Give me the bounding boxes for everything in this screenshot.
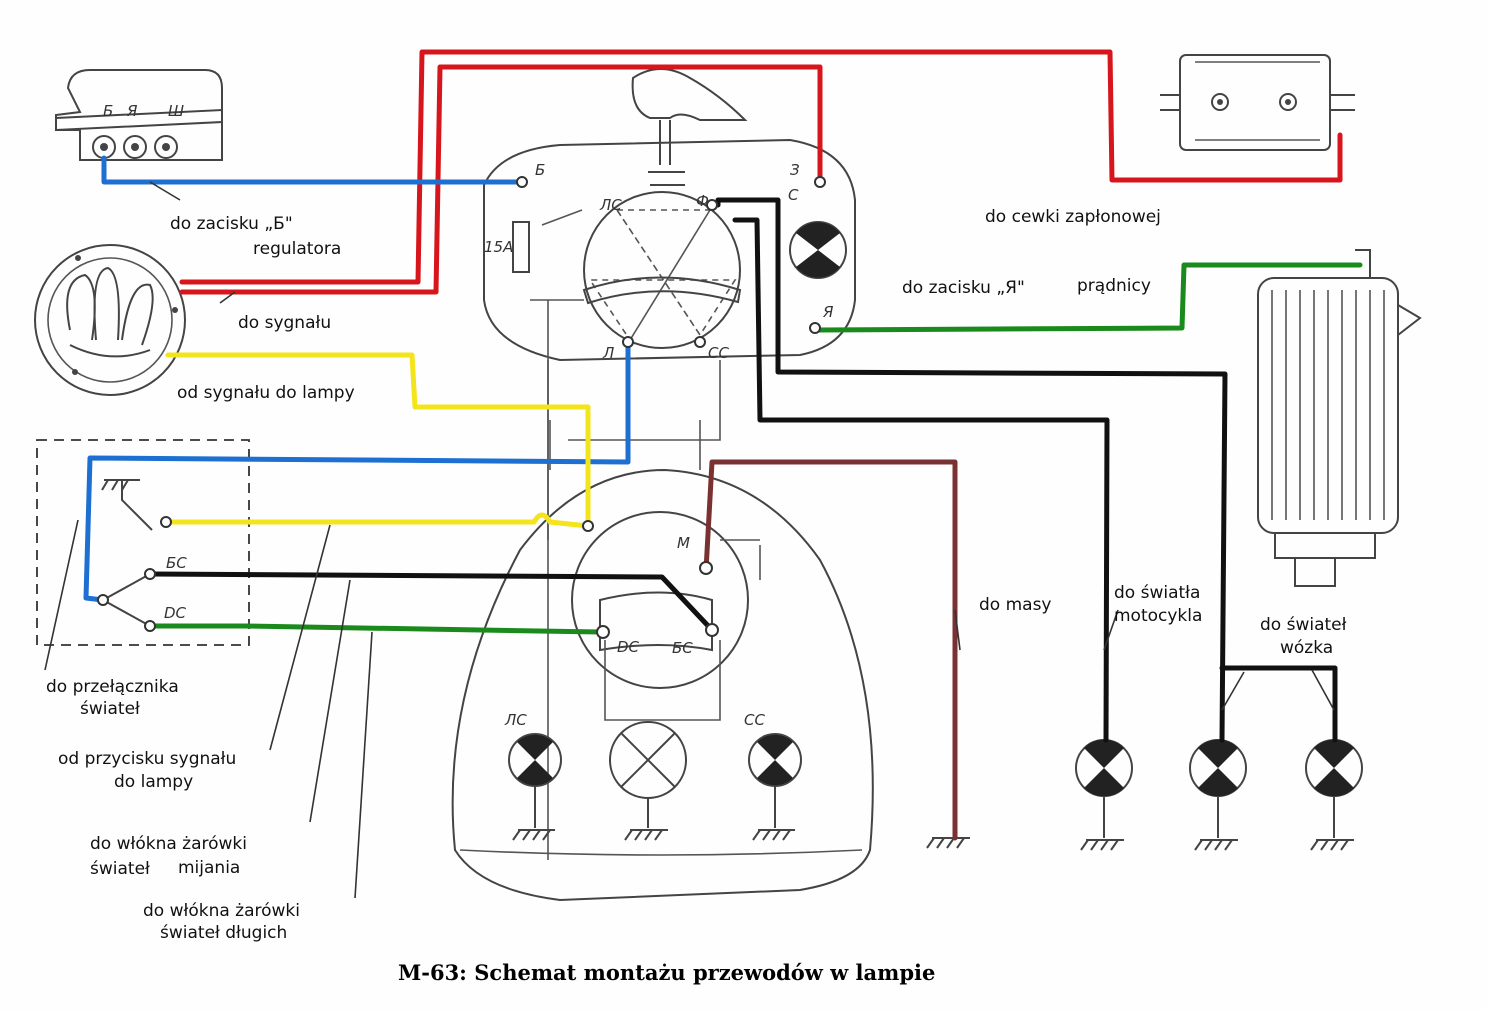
label-coil: do cewki zapłonowej (985, 207, 1161, 227)
ignition-coil (1160, 54, 1355, 151)
black-wire-sidecar (732, 217, 1110, 743)
leader-lines (44, 181, 1335, 899)
label-button-1: od przycisku sygnału (58, 749, 236, 769)
black-wire-moto (715, 197, 1228, 743)
headlight-mark-m: М (677, 534, 690, 552)
regulator-mark-sh: Ш (168, 102, 184, 120)
lamp-ls-mark: ЛС (504, 711, 527, 729)
lamp-ss-mark: СС (744, 711, 765, 729)
brown-wire-mass (703, 459, 958, 841)
headlight-mark-bs: БС (672, 639, 693, 657)
red-wire-2 (179, 64, 823, 295)
label-mass: do masy (979, 595, 1052, 615)
yellow-wire-signal (165, 352, 591, 529)
label-sidecar-2: wózka (1280, 638, 1333, 658)
black-wire-bs (147, 571, 715, 633)
yellow-wire-button (163, 512, 591, 529)
terminal-ya-mark: Я (822, 303, 834, 321)
switch-mark-bs: БС (166, 554, 187, 572)
label-sidecar-1: do świateł (1260, 615, 1347, 635)
blue-wire-regulator (101, 155, 525, 185)
label-moto-2: motocykla (1114, 606, 1202, 626)
label-high-2: świateł długich (160, 923, 287, 943)
terminal-z-mark: З (790, 161, 800, 179)
label-button-2: do lampy (114, 772, 193, 792)
headlight-mark-ds: DС (617, 638, 640, 656)
label-signal-to-lamp: od sygnału do lampy (177, 383, 355, 403)
label-low-2a: świateł (90, 859, 150, 879)
red-wire-1 (179, 49, 1343, 285)
label-switch-1: do przełącznika (46, 677, 179, 697)
label-regulator-1: do zacisku „Б" (170, 214, 293, 234)
sidecar-light-2 (1305, 739, 1363, 851)
terminal-dots (97, 176, 826, 639)
regulator-mark-b: Б (103, 102, 113, 120)
headlamp-housing: 15А Б З С Ф ЛС Л СС Я (483, 68, 856, 860)
label-moto-1: do światła (1114, 583, 1200, 603)
light-switch: БС DС (36, 439, 250, 646)
label-low-1: do włókna żarówki (90, 834, 247, 854)
terminal-ls-mark: ЛС (599, 196, 622, 214)
labels: do zacisku „Б" regulatora do sygnału od … (46, 207, 1347, 985)
sidecar-light-1 (1189, 739, 1247, 851)
switch-mark-ds: DС (164, 604, 187, 622)
wires (83, 49, 1363, 841)
label-regulator-2: regulatora (253, 239, 341, 259)
green-wire-ds (147, 623, 603, 635)
green-wire-generator (815, 262, 1363, 333)
label-generator-a: do zacisku „Я" (902, 278, 1025, 298)
motorcycle-light (1075, 739, 1133, 851)
fuse-label: 15А (484, 238, 513, 256)
label-high-1: do włókna żarówki (143, 901, 300, 921)
terminal-b-mark: Б (535, 161, 545, 179)
label-switch-2: świateł (80, 699, 140, 719)
blue-wire-switch (83, 339, 631, 603)
terminal-ss-mark: СС (708, 344, 729, 362)
generator (1257, 249, 1422, 587)
mass-ground (926, 837, 970, 849)
black-wire-split (1219, 665, 1338, 743)
terminal-f-mark: Ф (696, 192, 709, 210)
regulator: Б Я Ш (55, 69, 223, 161)
diagram-title: M-63: Schemat montażu przewodów w lampie (398, 960, 935, 985)
terminal-s-mark: С (788, 186, 799, 204)
horn (34, 244, 186, 396)
label-low-2b: mijania (178, 858, 240, 878)
terminal-l-mark: Л (602, 344, 614, 362)
label-signal: do sygnału (238, 313, 331, 333)
label-generator-b: prądnicy (1077, 276, 1151, 296)
headlight-body: М DС БС ЛС СС (451, 468, 874, 902)
regulator-mark-ya: Я (126, 102, 138, 120)
